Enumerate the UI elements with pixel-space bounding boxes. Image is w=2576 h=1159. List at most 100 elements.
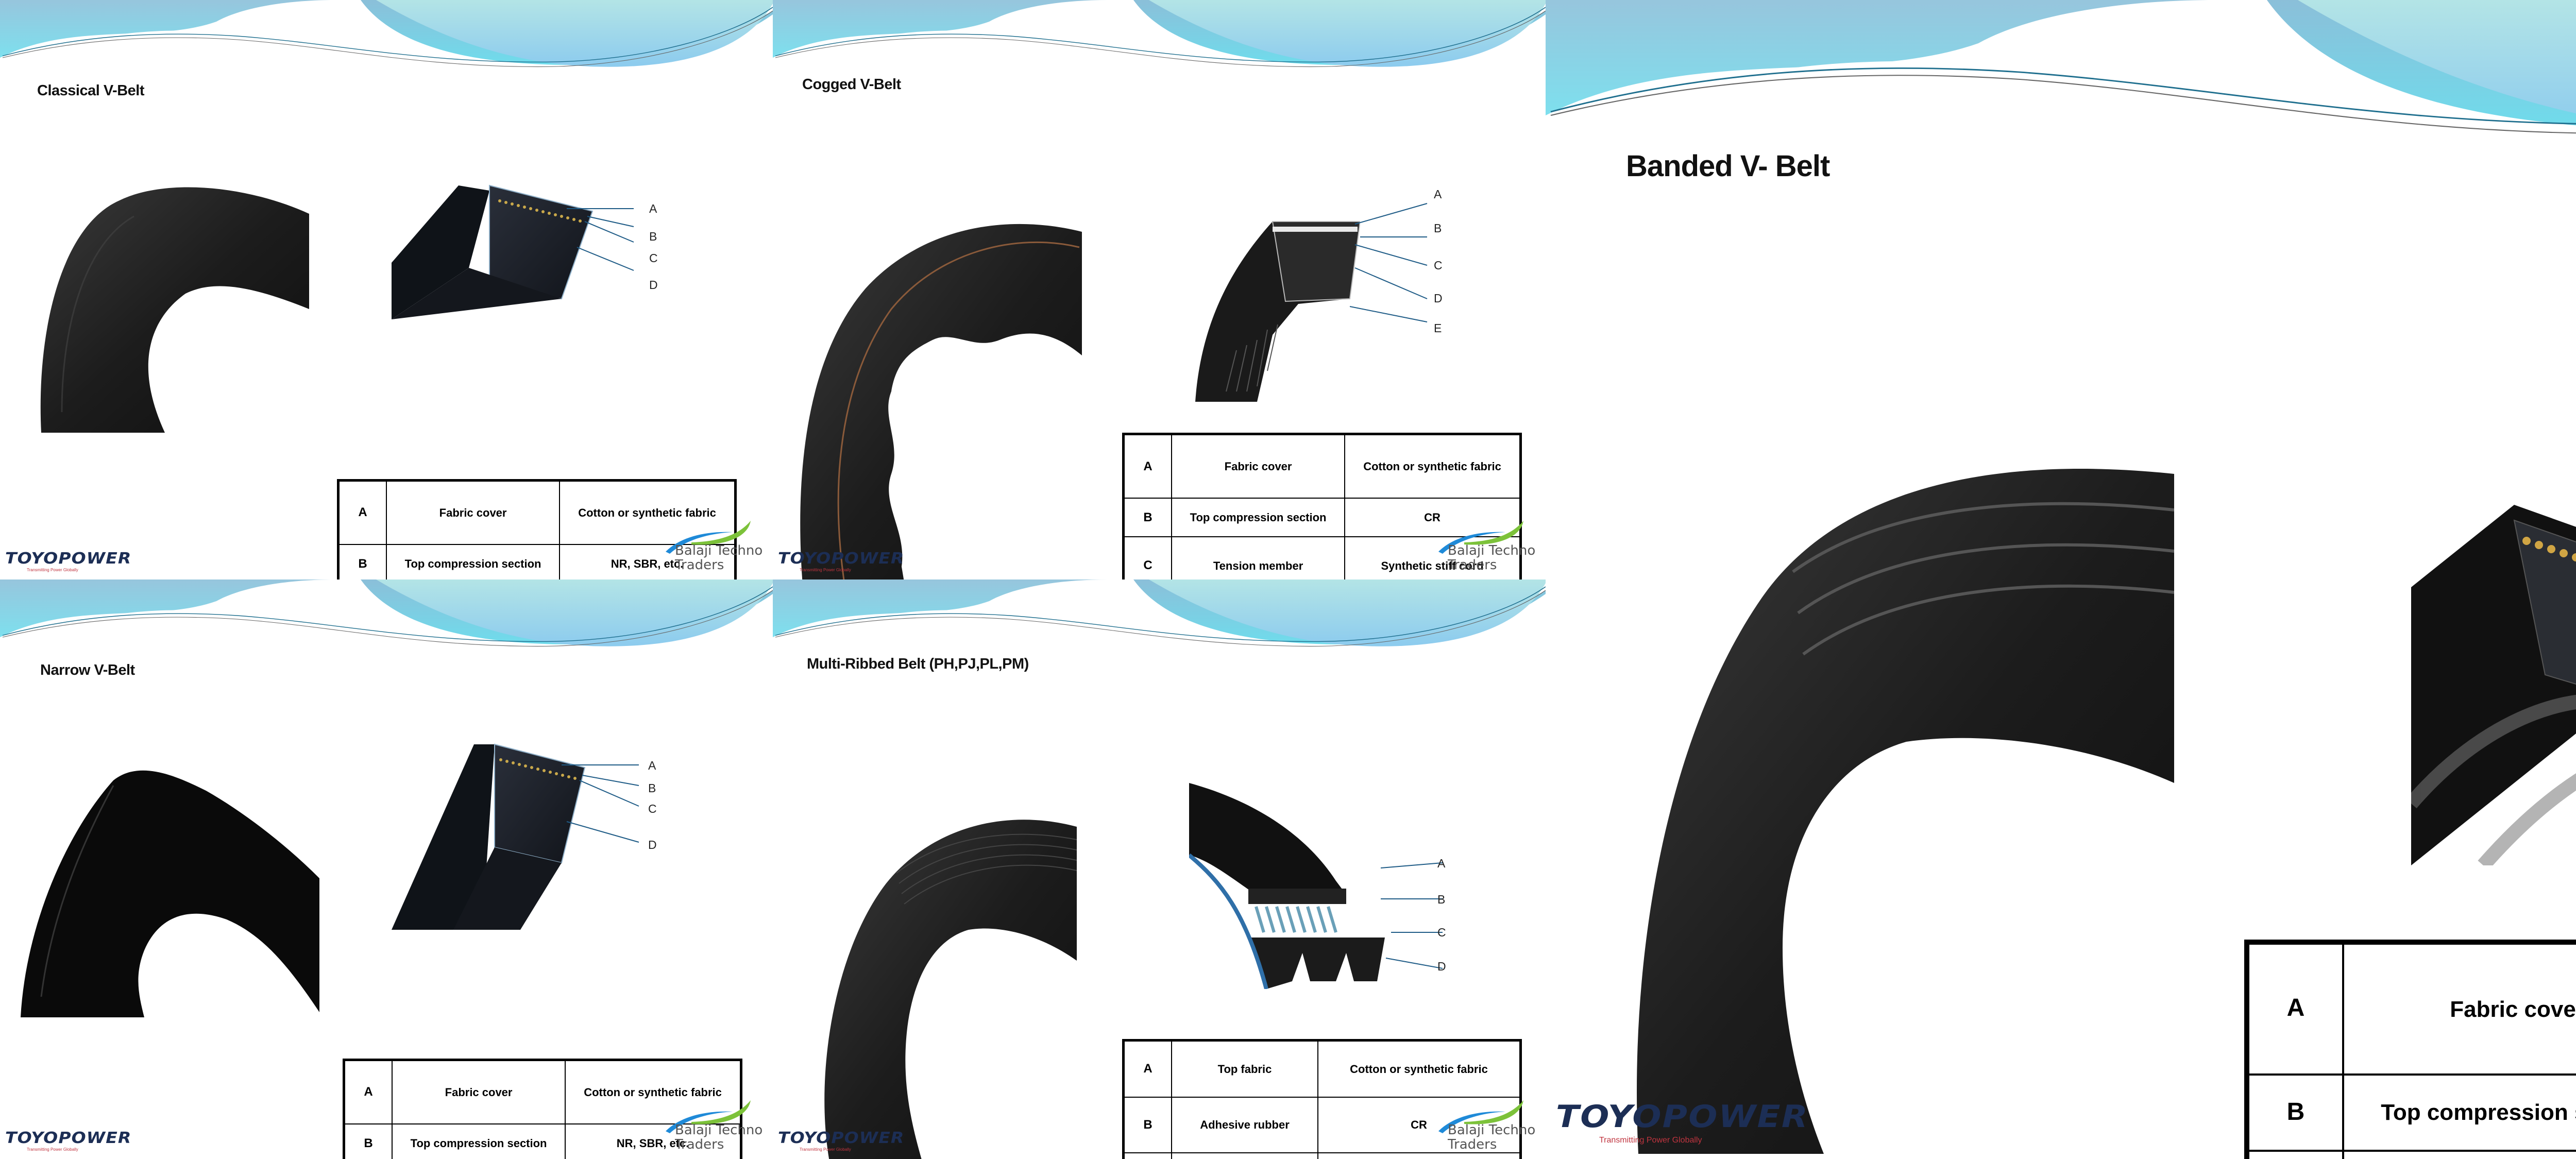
table-cell-material: CR <box>1344 498 1521 538</box>
cross-section-diagram <box>1189 783 1385 989</box>
toyopower-tagline: Transmitting Power Globally <box>1599 1135 1702 1145</box>
toyopower-logo: TOYOPOWER Transmitting Power Globally <box>1556 1102 1808 1145</box>
table-cell-key: B <box>1123 1096 1172 1153</box>
header-wave-decoration <box>0 0 773 82</box>
table-cell-key: A <box>2246 941 2344 1075</box>
toyopower-logo: TOYOPOWER Transmitting Power Globally <box>778 551 904 573</box>
slide-title: Cogged V-Belt <box>802 76 901 93</box>
table-cell-material: NR, SBR, etc. <box>559 543 736 580</box>
table-cell-part: Top compression section <box>385 543 561 580</box>
callout-label-e: E <box>1434 321 1442 335</box>
table-cell-material: Cotton or synthetic fabric <box>559 480 736 545</box>
toyopower-logo: TOYOPOWER Transmitting Power Globally <box>5 1131 131 1152</box>
toyopower-wordmark: TOYOPOWER <box>1556 1099 1809 1135</box>
table-cell-key: C <box>1123 1152 1172 1159</box>
table-cell-material: CR <box>1317 1096 1521 1153</box>
slide-title: Multi-Ribbed Belt (PH,PJ,PL,PM) <box>807 656 1029 672</box>
callout-label-a: A <box>1437 857 1446 870</box>
balaji-name-line1: Balaji Techno <box>1448 1122 1536 1138</box>
belt-photo <box>1637 469 2174 1154</box>
toyopower-wordmark: TOYOPOWER <box>778 550 905 568</box>
belt-photo <box>21 770 319 1017</box>
slide-title: Narrow V-Belt <box>40 662 135 678</box>
callout-label-a: A <box>1434 188 1442 201</box>
callout-label-c: C <box>648 802 657 815</box>
callout-label-d: D <box>649 278 658 292</box>
callout-label-d: D <box>1434 292 1443 305</box>
belt-photo <box>40 187 309 433</box>
table-cell-part: Top compression section <box>391 1123 566 1159</box>
table-cell-part: Adhesive rubber <box>1171 1096 1318 1153</box>
table-cell-part: Fabric cover <box>2342 941 2576 1075</box>
callout-label-b: B <box>1437 893 1446 906</box>
table-cell-key: B <box>2246 1073 2344 1151</box>
table-cell-key: B <box>1123 498 1172 538</box>
table-cell-material: Cotton or synthetic fabric <box>1317 1039 1521 1098</box>
table-cell-material: Cotton or synthetic fabric <box>565 1059 742 1124</box>
callout-label-a: A <box>648 759 656 772</box>
toyopower-tagline: Transmitting Power Globally <box>800 568 851 572</box>
cross-section-diagram <box>2411 505 2576 865</box>
toyopower-tagline: Transmitting Power Globally <box>27 1147 78 1152</box>
callout-label-c: C <box>1434 259 1443 272</box>
header-wave-decoration <box>1546 0 2576 165</box>
toyopower-wordmark: TOYOPOWER <box>5 550 132 568</box>
table-cell-part: Tension member <box>1171 536 1346 580</box>
toyopower-logo: TOYOPOWER Transmitting Power Globally <box>5 551 131 573</box>
table-cell-part: Fabric cover <box>1171 433 1346 499</box>
belt-photo <box>824 820 1077 1159</box>
table-cell-key: B <box>337 543 387 580</box>
header-wave-decoration <box>773 0 1546 82</box>
table-cell-part: Top compression section <box>2342 1073 2576 1151</box>
callout-label-c: C <box>1437 926 1446 939</box>
balaji-name-line2: Traders <box>675 1137 724 1152</box>
slide-multi-ribbed-belt: Multi-Ribbed Belt (PH,PJ,PL,PM) A B C D … <box>773 580 1546 1159</box>
balaji-name-line1: Balaji Techno <box>675 1122 763 1138</box>
balaji-name-line1: Balaji Techno <box>675 543 763 558</box>
table-cell-part: Tension member <box>2342 1149 2576 1159</box>
toyopower-wordmark: TOYOPOWER <box>778 1129 905 1147</box>
table-cell-key: A <box>337 480 387 545</box>
balaji-swoosh-icon <box>1438 1100 1523 1133</box>
balaji-logo: Balaji Techno Traders <box>1433 521 1541 577</box>
callout-label-d: D <box>648 838 657 851</box>
callout-lines <box>1381 862 1443 969</box>
table-cell-key: B <box>343 1123 393 1159</box>
table-cell-part: Top fabric <box>1171 1039 1318 1098</box>
cross-section-diagram <box>392 743 639 930</box>
balaji-swoosh-icon <box>666 521 751 554</box>
table-cell-key: A <box>1123 433 1172 499</box>
table-cell-material: Cotton or synthetic fabric <box>1344 433 1521 499</box>
table-cell-key: C <box>2246 1149 2344 1159</box>
table-cell-material: NR, SBR, etc. <box>565 1123 742 1159</box>
table-cell-key: A <box>1123 1039 1172 1098</box>
table-cell-material: Low-Elongation Cord <box>1317 1152 1521 1159</box>
balaji-swoosh-icon <box>1438 521 1523 554</box>
belt-photo <box>800 224 1082 580</box>
toyopower-wordmark: TOYOPOWER <box>5 1129 132 1147</box>
table-cell-key: A <box>343 1059 393 1124</box>
balaji-name-line1: Balaji Techno <box>1448 543 1536 558</box>
callout-label-a: A <box>649 202 657 215</box>
callout-label-d: D <box>1437 960 1446 973</box>
header-wave-decoration <box>0 580 773 662</box>
balaji-swoosh-icon <box>666 1100 751 1133</box>
callout-lines <box>1350 203 1428 322</box>
balaji-name-line2: Traders <box>1448 1137 1497 1152</box>
